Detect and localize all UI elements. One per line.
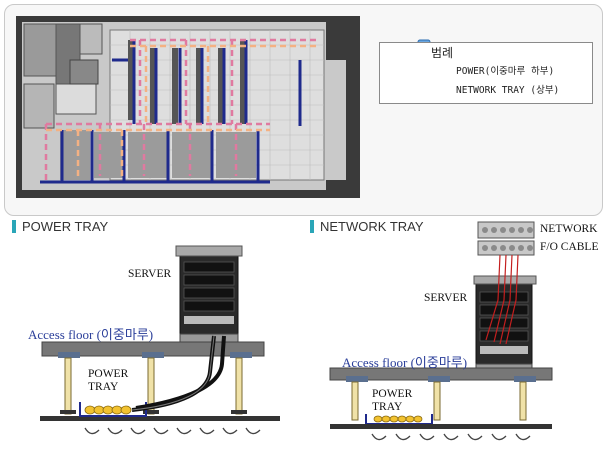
legend-power-label: POWER(이중마루 하부) — [456, 66, 555, 77]
access-floor-label: Access floor (이중마루) — [28, 327, 154, 342]
fo-cable-label: F/O CABLE — [540, 241, 599, 253]
network-tray-title: NETWORK TRAY — [320, 219, 424, 234]
legend-box — [379, 42, 593, 104]
power-tray-title: POWER TRAY — [22, 219, 109, 234]
power-tray-label-1: POWER — [372, 388, 413, 400]
legend-title: 범례 — [431, 46, 454, 60]
section-marker — [310, 220, 314, 233]
network-label: NETWORK — [540, 223, 598, 235]
power-tray-label-2: TRAY — [88, 381, 119, 393]
access-floor-label: Access floor (이중마루) — [342, 355, 468, 370]
power-tray-diagram — [40, 245, 280, 435]
server-label: SERVER — [128, 268, 172, 280]
server-label: SERVER — [424, 292, 468, 304]
power-tray-label-1: POWER — [88, 368, 129, 380]
legend-network-label: NETWORK TRAY (상부) — [456, 85, 560, 96]
network-tray-diagram — [329, 221, 553, 441]
power-tray-label-2: TRAY — [372, 401, 403, 413]
section-marker — [12, 220, 16, 233]
floor-plan — [16, 16, 360, 198]
